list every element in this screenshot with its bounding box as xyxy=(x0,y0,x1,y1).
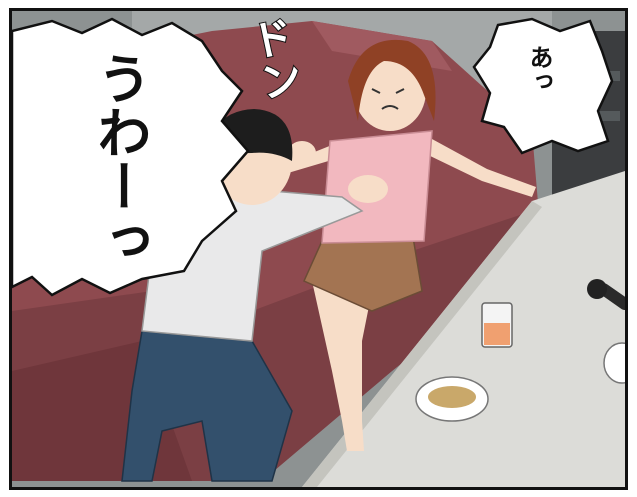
microphone-icon xyxy=(587,279,625,310)
man-figure xyxy=(121,109,388,482)
snack-plate-icon xyxy=(415,376,489,422)
speech-bubble-woman xyxy=(472,17,614,155)
speech-bubble-man xyxy=(12,17,250,297)
glass-icon xyxy=(481,302,513,348)
comic-panel: うわーっ あっ ドン xyxy=(9,8,628,490)
woman-speech-text: あっ xyxy=(525,45,553,93)
man-speech-text: うわーっ xyxy=(88,51,151,267)
table xyxy=(302,171,625,487)
panel-art xyxy=(12,11,625,487)
